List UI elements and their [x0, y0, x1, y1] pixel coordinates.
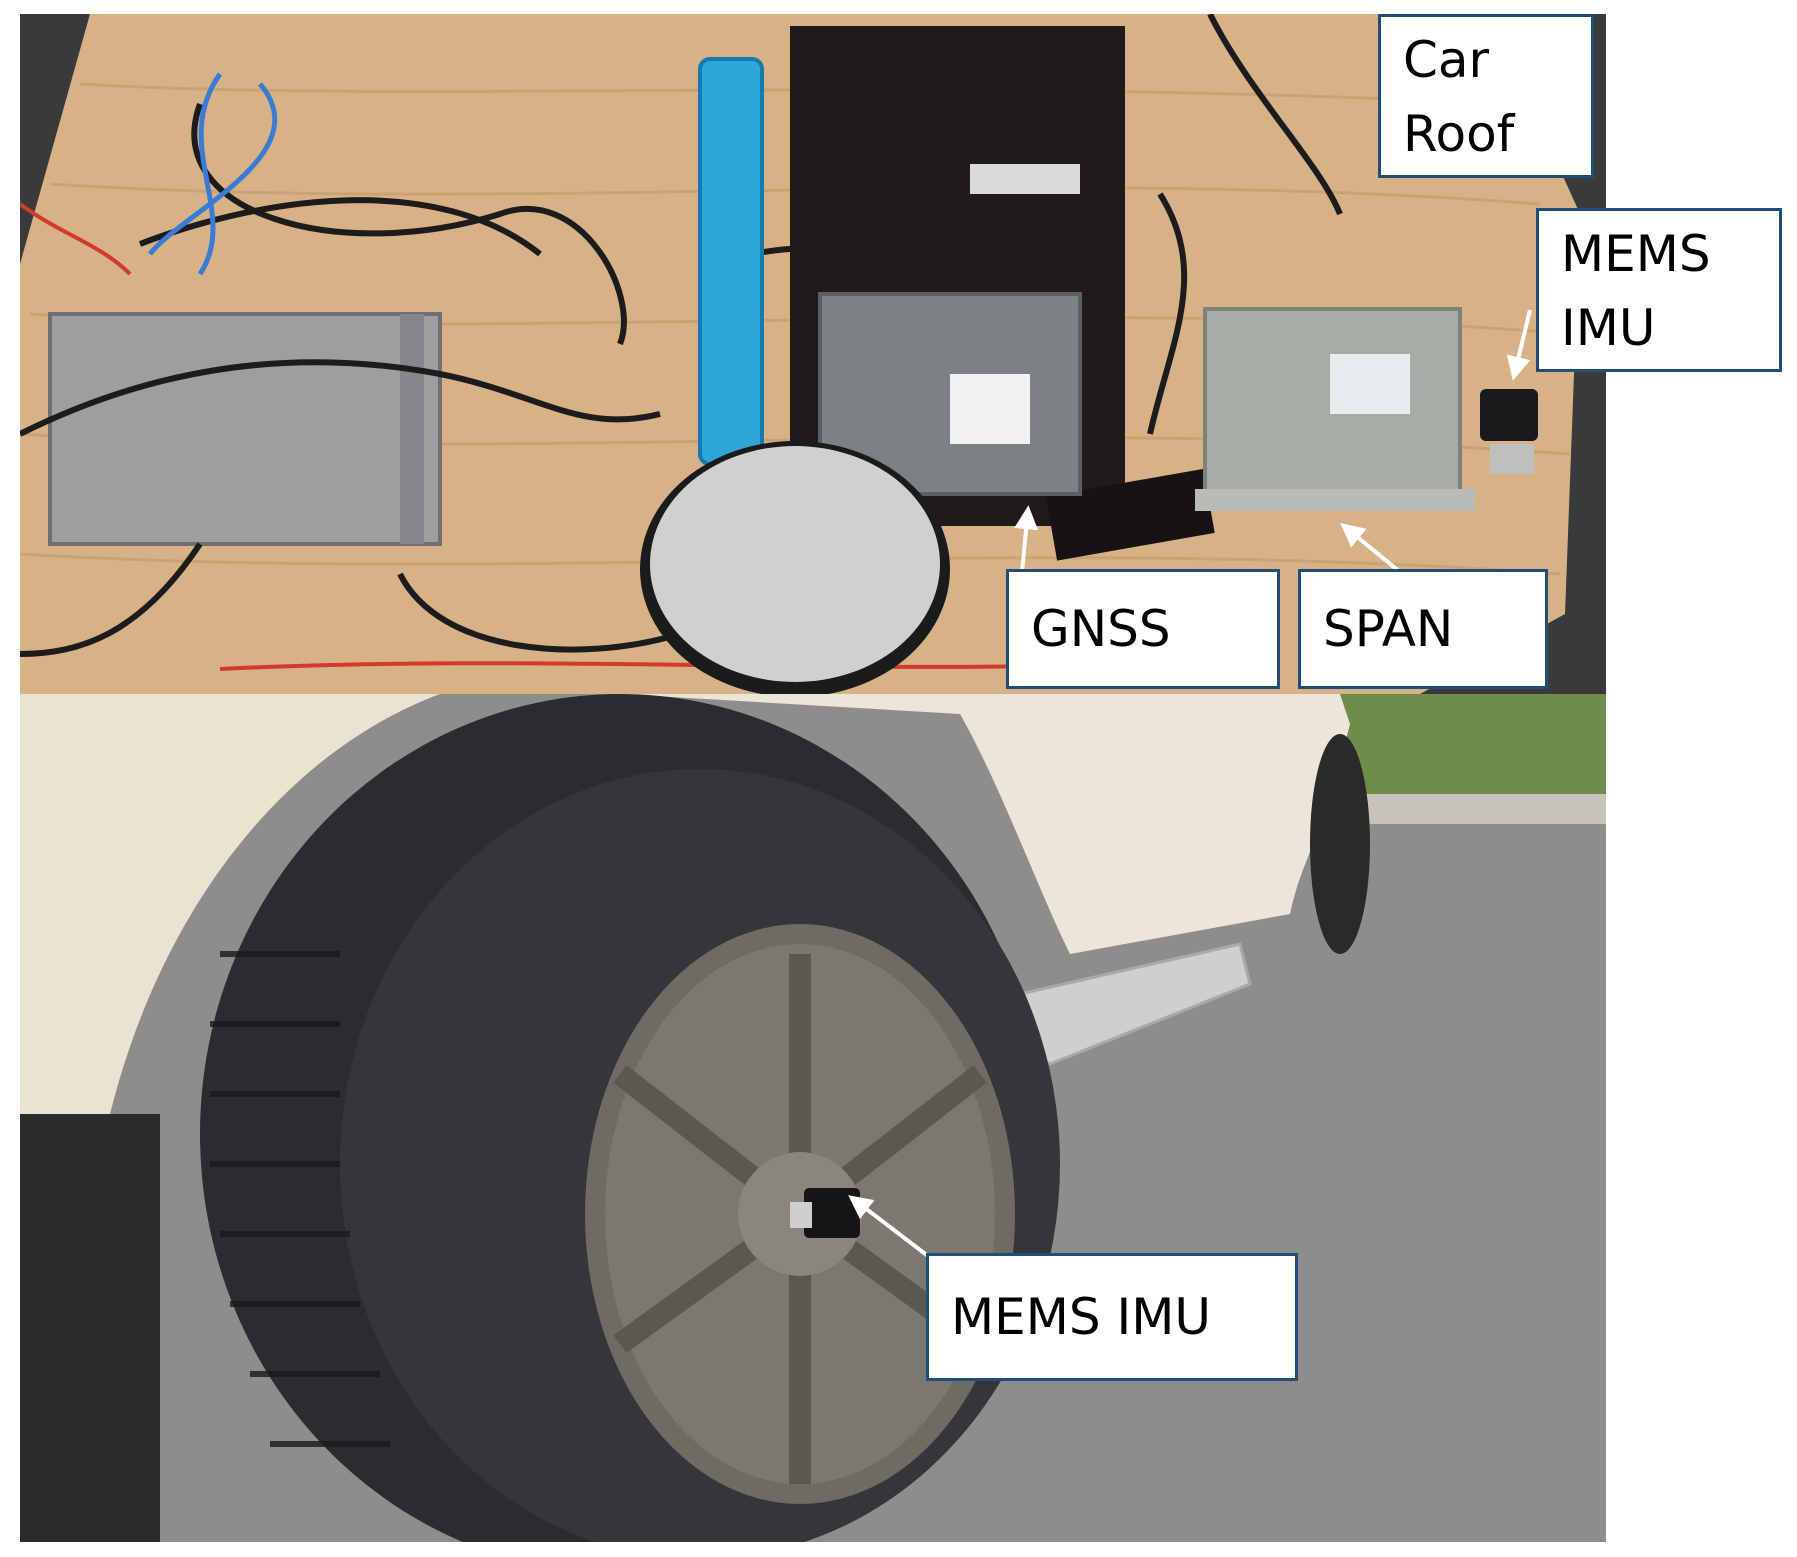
mems-imu-roof-label-line2: IMU	[1561, 299, 1656, 357]
mems-imu-roof-label: MEMS IMU	[1536, 208, 1782, 372]
roof-mems-imu	[1480, 389, 1538, 474]
car-body	[20, 694, 1350, 954]
mounting-plate	[48, 312, 442, 546]
arrow-span	[1340, 522, 1402, 574]
wheel-mems-imu	[804, 1188, 860, 1238]
gnss-antenna	[640, 441, 950, 694]
gnss-label: GNSS	[1006, 569, 1280, 689]
car-roof-photo	[20, 14, 1606, 694]
mems-imu-roof-label-line1: MEMS	[1561, 225, 1711, 283]
wheel-photo	[20, 694, 1606, 1542]
car-roof-label-line1: Car	[1403, 31, 1490, 89]
span-label: SPAN	[1298, 569, 1548, 689]
arrow-mems-imu-wheel	[848, 1195, 930, 1258]
arrow-mems-imu-roof	[1506, 309, 1532, 381]
span-box	[1195, 307, 1475, 511]
arrow-gnss	[1014, 505, 1039, 573]
car-roof-label: Car Roof	[1378, 14, 1594, 178]
mems-imu-wheel-label: MEMS IMU	[926, 1253, 1298, 1381]
car-roof-label-line2: Roof	[1403, 105, 1515, 163]
